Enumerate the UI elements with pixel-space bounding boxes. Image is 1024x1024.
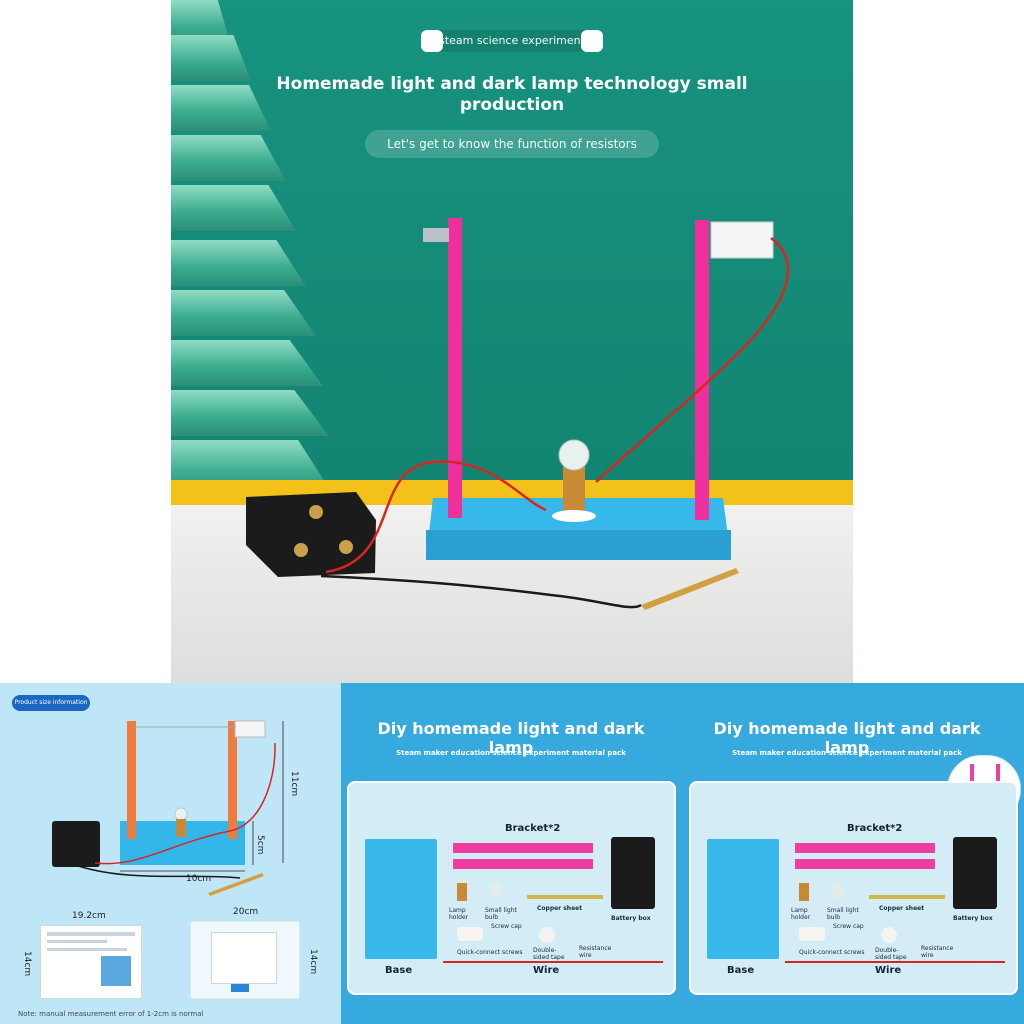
light-bulb xyxy=(558,439,590,471)
manual-height-dimension: 14cm xyxy=(22,951,32,977)
screw xyxy=(423,228,449,242)
part-lamp-holder-1 xyxy=(457,883,467,901)
label-quick-screws-1: Quick-connect screws xyxy=(457,949,523,956)
label-wire-2: Wire xyxy=(875,965,902,976)
part-lamp-holder-2 xyxy=(799,883,809,901)
size-device-diagram xyxy=(52,720,284,896)
part-base-2 xyxy=(707,839,779,959)
part-quick-screws-1 xyxy=(457,927,483,941)
kit-title-2: Diy homemade light and dark lamp xyxy=(713,719,981,757)
kit-parts-box-2: Bracket*2 Battery box Lamp holder Small … xyxy=(689,781,1018,995)
hero-photo: steam science experiment Homemade light … xyxy=(171,0,853,683)
label-bracket-2: Bracket*2 xyxy=(847,823,903,834)
height-dimension: 11cm xyxy=(289,771,299,797)
label-bracket-1: Bracket*2 xyxy=(505,823,561,834)
label-battery-box-1: Battery box xyxy=(611,915,651,922)
base-width-dimension: 10cm xyxy=(186,874,212,884)
label-screw-cap-1: Screw cap xyxy=(491,923,522,930)
hero-title: Homemade light and dark lamp technology … xyxy=(276,74,748,115)
instruction-manual xyxy=(40,925,142,999)
part-copper-sheet-1 xyxy=(527,895,603,899)
manual-width-dimension: 19.2cm xyxy=(72,911,106,921)
kit-contents-panel: Diy homemade light and dark lamp Steam m… xyxy=(341,683,1024,1024)
kit-subtitle-1: Steam maker education science experiment… xyxy=(396,749,626,757)
diagram-left-bracket xyxy=(127,721,136,839)
label-tape-1: Double-sided tape xyxy=(533,947,565,961)
part-copper-sheet-2 xyxy=(869,895,945,899)
label-wire-1: Wire xyxy=(533,965,560,976)
part-bracket-2a xyxy=(795,843,935,853)
size-info-panel: Product size information 11cm 5cm 10cm 1… xyxy=(0,683,341,1024)
right-bracket xyxy=(695,220,709,520)
lamp-holder xyxy=(563,466,585,512)
red-wire-right xyxy=(595,236,790,483)
part-tape-2 xyxy=(881,927,897,943)
label-lamp-holder-1: Lamp holder xyxy=(449,907,469,921)
label-battery-box-2: Battery box xyxy=(953,915,993,922)
diagram-right-bracket xyxy=(228,721,237,839)
part-bracket-1a xyxy=(453,843,593,853)
copper-clip xyxy=(710,221,774,259)
label-base-2: Base xyxy=(727,965,755,976)
copper-sheet xyxy=(641,568,739,610)
packing-bag xyxy=(190,921,300,999)
left-bracket xyxy=(448,218,462,518)
label-screw-cap-2: Screw cap xyxy=(833,923,864,930)
part-battery-box-1 xyxy=(611,837,655,909)
part-tape-1 xyxy=(539,927,555,943)
part-bulb-2 xyxy=(833,883,843,899)
part-bracket-2b xyxy=(795,859,935,869)
label-bulb-1: Small light bulb xyxy=(485,907,517,921)
label-lamp-holder-2: Lamp holder xyxy=(791,907,811,921)
diagram-battery-box xyxy=(52,821,100,867)
red-wire-left xyxy=(325,460,547,574)
label-resistance-wire-2: Resistance wire xyxy=(921,945,954,959)
measurement-note: Note: manual measurement error of 1-2cm … xyxy=(18,1010,204,1018)
label-quick-screws-2: Quick-connect screws xyxy=(799,949,865,956)
label-resistance-wire-1: Resistance wire xyxy=(579,945,612,959)
base-height-dimension: 5cm xyxy=(255,835,265,855)
part-quick-screws-2 xyxy=(799,927,825,941)
size-info-badge: Product size information xyxy=(12,695,90,711)
bag-width-dimension: 20cm xyxy=(233,907,259,917)
hero-badge: steam science experiment xyxy=(421,30,603,52)
kit-title-1: Diy homemade light and dark lamp xyxy=(377,719,645,757)
kit-parts-box-1: Bracket*2 Battery box Lamp holder Small … xyxy=(347,781,676,995)
black-wire xyxy=(320,574,642,609)
hero-badge-text: steam science experiment xyxy=(439,34,585,47)
battery-box xyxy=(246,492,376,577)
part-bracket-1b xyxy=(453,859,593,869)
part-wire-1 xyxy=(443,961,663,963)
part-wire-2 xyxy=(785,961,1005,963)
label-copper-sheet-1: Copper sheet xyxy=(537,905,583,912)
label-base-1: Base xyxy=(385,965,413,976)
paper-fan-decoration xyxy=(171,0,341,500)
label-copper-sheet-2: Copper sheet xyxy=(879,905,925,912)
part-base-1 xyxy=(365,839,437,959)
bag-height-dimension: 14cm xyxy=(308,949,318,975)
part-battery-box-2 xyxy=(953,837,997,909)
hero-subtitle-pill: Let's get to know the function of resist… xyxy=(365,130,659,158)
lamp-device-illustration xyxy=(246,218,790,610)
label-tape-2: Double-sided tape xyxy=(875,947,907,961)
part-bulb-1 xyxy=(491,883,501,899)
kit-subtitle-2: Steam maker education science experiment… xyxy=(732,749,962,757)
label-bulb-2: Small light bulb xyxy=(827,907,859,921)
